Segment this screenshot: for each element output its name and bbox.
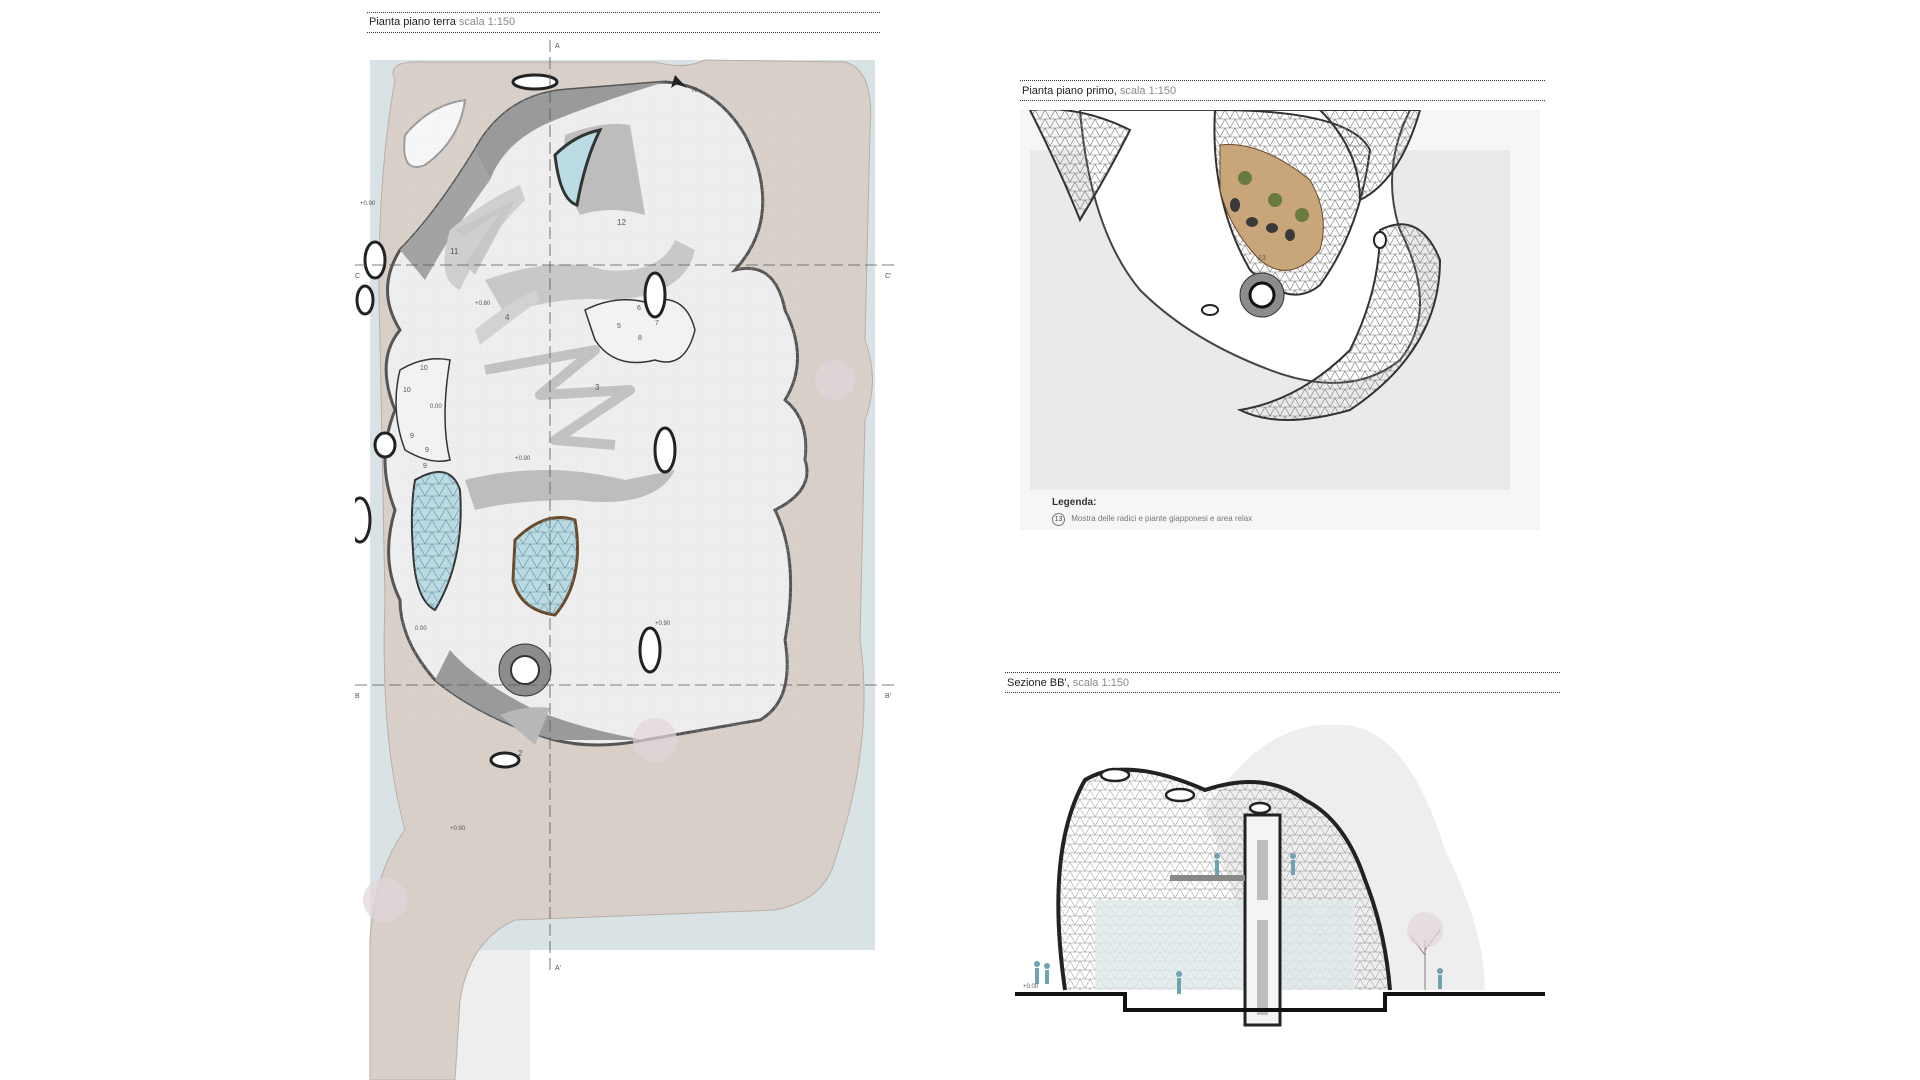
room-8: 8 — [638, 335, 642, 342]
section-top-rule — [1005, 672, 1560, 673]
room-13: 13 — [1258, 255, 1266, 262]
legend-title: Legenda: — [1052, 497, 1097, 508]
marker-a-end: A' — [555, 965, 561, 972]
pool-12 — [553, 127, 603, 207]
room-6: 6 — [637, 305, 641, 312]
room-7: 7 — [655, 320, 659, 327]
level-3: 0.00 — [430, 404, 442, 410]
glass-court-right-grid — [513, 517, 578, 615]
first-plan-bottom-rule — [1020, 100, 1545, 101]
perimeter-openings — [355, 73, 677, 769]
lower-divider — [465, 470, 675, 510]
marker-c-end: C' — [885, 273, 891, 280]
room-12: 12 — [617, 218, 626, 227]
ramp-4 — [475, 290, 540, 345]
level-5: 0.00 — [415, 626, 427, 632]
chevron-11 — [455, 200, 515, 275]
ground-floor-plan-drawing: A A' C C' B B' N 1 2 3 4 5 6 7 8 9 9 9 1… — [355, 40, 895, 1080]
wedge-2 — [500, 707, 550, 745]
mezzanine — [1170, 875, 1245, 881]
room-4: 4 — [505, 313, 510, 322]
section-bottom-rule — [1005, 692, 1560, 693]
seats — [1230, 198, 1295, 241]
ground-line — [1015, 992, 1545, 1012]
people-figures — [1034, 853, 1443, 994]
level-4: +0.90 — [515, 456, 531, 462]
section-title: Sezione BB', scala 1:150 — [1007, 677, 1129, 689]
section-drawing: +0.00 — [1015, 724, 1545, 1027]
legend-item-number: 13 — [1052, 513, 1065, 526]
section-title-text: Sezione BB' — [1007, 677, 1067, 689]
ground-plan-top-rule — [367, 12, 880, 13]
wall-band-west — [400, 150, 490, 280]
room-5: 5 — [617, 323, 621, 330]
level-7: +0.90 — [450, 826, 466, 832]
north-label: N — [692, 87, 697, 94]
legend-item-text: Mostra delle radici e piante giapponesi … — [1071, 514, 1253, 523]
north-arrow-icon — [671, 75, 687, 88]
room-1: 1 — [547, 583, 552, 592]
first-plan-scale: scala 1:150 — [1119, 85, 1177, 97]
main-shell-edge — [1056, 767, 1392, 991]
level-1: +0.90 — [360, 201, 376, 207]
first-plan-title: Pianta piano primo, scala 1:150 — [1022, 85, 1177, 97]
ground-plan-bottom-rule — [367, 32, 880, 33]
ground-plan-title-text: Pianta piano terra — [369, 16, 456, 28]
service-block — [584, 298, 696, 364]
first-plan-title-text: Pianta piano primo — [1022, 85, 1114, 97]
room-9b: 9 — [425, 447, 429, 454]
shell-top-left — [1028, 110, 1132, 223]
shell-top-right — [1318, 110, 1422, 202]
zigzag-3 — [484, 345, 635, 450]
service-left — [395, 358, 451, 462]
section-scale: scala 1:150 — [1072, 677, 1129, 689]
interior-glazing — [1095, 900, 1355, 990]
ground-plan-title: Pianta piano terra scala 1:150 — [369, 16, 515, 28]
marker-b-end: B' — [885, 693, 891, 700]
legend-item: 13 Mostra delle radici e piante giappone… — [1052, 513, 1252, 526]
marker-c: C — [355, 273, 360, 280]
wall-band-north — [475, 82, 665, 180]
room-9a: 9 — [410, 433, 414, 440]
room-10b: 10 — [403, 387, 411, 394]
planters — [1238, 171, 1309, 222]
section-level: +0.00 — [1023, 984, 1039, 990]
room-3: 3 — [595, 383, 600, 392]
room-11: 11 — [450, 247, 459, 256]
marker-b: B — [355, 693, 360, 700]
room-2: 2 — [518, 749, 523, 758]
glass-court-left-grid — [411, 472, 461, 610]
room-10a: 10 — [420, 365, 428, 372]
level-6: +0.90 — [655, 621, 671, 627]
level-2: +0.80 — [475, 301, 491, 307]
marker-a: A — [555, 43, 560, 50]
first-floor-plan-drawing: 13 — [1020, 110, 1540, 530]
ground-plan-scale: scala 1:150 — [458, 16, 516, 28]
first-plan-top-rule — [1020, 80, 1545, 81]
shell-right — [1236, 223, 1442, 421]
room-9c: 9 — [423, 463, 427, 470]
